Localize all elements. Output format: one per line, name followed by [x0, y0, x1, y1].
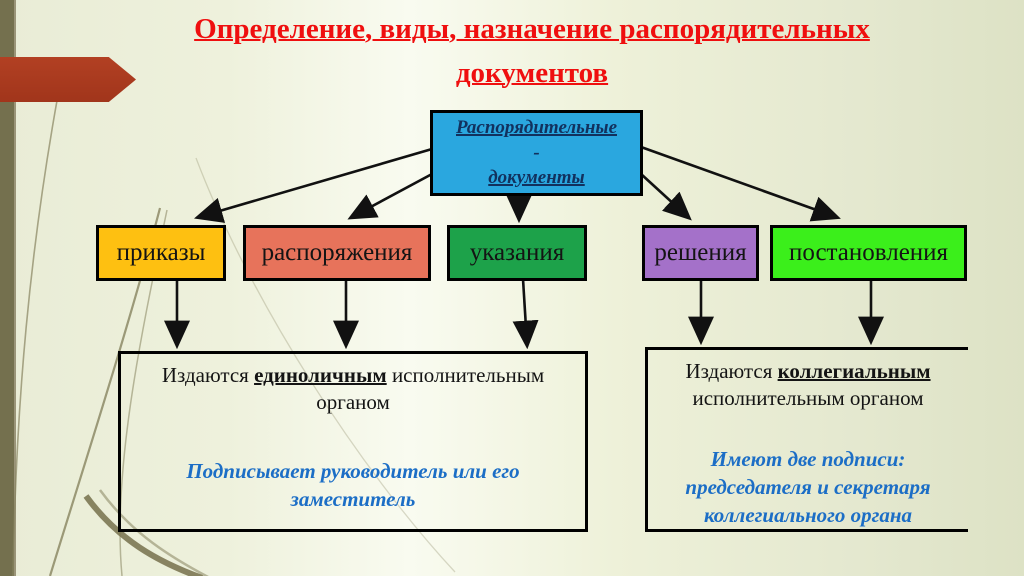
- root-box-line2: -: [533, 142, 540, 164]
- panel-sole-executive-issued-text: Издаются единоличным исполнительным орга…: [131, 362, 575, 417]
- type-box-postanovleniya: постановления: [770, 225, 967, 281]
- issued-prefix: Издаются: [161, 363, 255, 387]
- issued-highlight: коллегиальным: [777, 359, 931, 383]
- type-box-postanovleniya-label: постановления: [788, 239, 949, 266]
- issued-prefix: Издаются: [685, 359, 778, 383]
- type-box-resheniya-label: решения: [654, 239, 747, 266]
- panel-collegial-executive: Издаются коллегиальным исполнительным ор…: [645, 347, 968, 532]
- issued-suffix: исполнительным органом: [316, 363, 545, 415]
- type-box-prikazy-label: приказы: [116, 239, 206, 266]
- panel-collegial-executive-note: Имеют две подписи: председателя и секрет…: [685, 446, 931, 528]
- type-box-rasporyazheniya-label: распоряжения: [261, 239, 413, 266]
- type-box-resheniya: решения: [642, 225, 759, 281]
- issued-highlight: единоличным: [254, 363, 387, 387]
- root-box-line1: Распорядительные: [456, 117, 617, 138]
- slide-title-line1: Определение, виды, назначение распорядит…: [194, 13, 870, 45]
- type-box-prikazy: приказы: [96, 225, 226, 281]
- type-box-ukazaniya: указания: [447, 225, 587, 281]
- left-olive-bar: [0, 0, 16, 576]
- root-box-line3: документы: [488, 167, 585, 189]
- slide-title-line2: документов: [455, 56, 609, 89]
- slide-title: Определение, виды, назначение распорядит…: [70, 8, 994, 95]
- root-box-administrative-documents: Распорядительные - документы: [430, 110, 643, 196]
- panel-sole-executive: Издаются единоличным исполнительным орга…: [118, 351, 588, 532]
- panel-sole-executive-note: Подписывает руководитель или его замести…: [186, 458, 520, 511]
- red-ribbon-arrow-icon: [0, 57, 136, 102]
- issued-suffix: исполнительным органом: [692, 386, 924, 411]
- panel-collegial-executive-issued-text: Издаются коллегиальным исполнительным ор…: [658, 358, 958, 413]
- type-box-ukazaniya-label: указания: [469, 239, 565, 266]
- type-box-rasporyazheniya: распоряжения: [243, 225, 431, 281]
